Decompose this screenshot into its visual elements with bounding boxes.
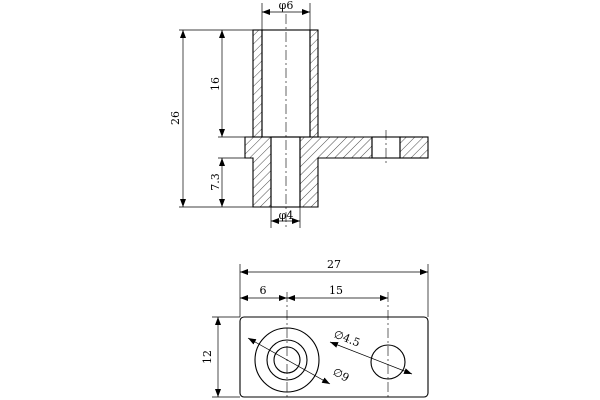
plan-view: 27 6 15 12 ∅4.5 ∅9 (201, 258, 429, 398)
section-view: φ6 26 16 7.3 φ4 (169, 0, 429, 228)
dim-label-total-height: 26 (169, 111, 182, 125)
dim-label-upper-height: 16 (209, 77, 222, 91)
upper-right-wall (309, 29, 319, 138)
dim-label-small-hole: ∅4.5 (332, 328, 362, 350)
dim-label-large-hole: ∅9 (331, 365, 352, 384)
leader-small-hole (329, 341, 413, 375)
plate-outline (239, 316, 429, 398)
flange-end (399, 136, 429, 159)
lower-bore (270, 136, 301, 208)
upper-left-wall (252, 29, 263, 138)
dim-label-bottom-bore: φ4 (279, 209, 294, 222)
dim-label-top-bore: φ6 (279, 0, 294, 12)
lower-left-body (244, 136, 272, 208)
leader-large-hole (247, 337, 331, 385)
dim-label-hole-offset: 6 (260, 284, 267, 297)
dim-label-plate-length: 27 (327, 258, 341, 271)
dim-label-hole-spacing: 15 (329, 284, 343, 297)
lower-right-body-flange (299, 136, 373, 208)
dim-label-lower-height: 7.3 (209, 173, 222, 191)
dim-label-plate-width: 12 (201, 350, 214, 364)
